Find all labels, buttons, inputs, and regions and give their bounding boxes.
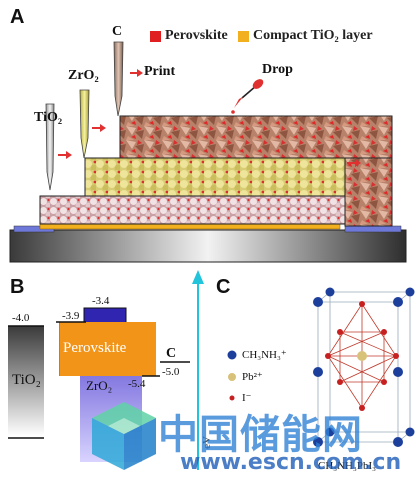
pb-legend-label: Pb²⁺	[242, 371, 263, 383]
panel-a-letter: A	[10, 6, 25, 28]
carbon-tool-label: C	[112, 24, 123, 39]
tio2-band-block	[8, 326, 44, 436]
iodide-legend-dot	[229, 395, 235, 401]
tio2-level-label: -4.0	[12, 312, 30, 324]
zro2-printing-tool	[79, 89, 90, 159]
perovskite-bottom-level: -5.4	[128, 378, 146, 390]
perovskite-left-level: -3.9	[62, 310, 80, 322]
iodide-legend-label: I⁻	[242, 392, 252, 404]
ch3nh3-legend-dot	[227, 350, 237, 360]
compact-tio2-swatch	[238, 30, 249, 42]
print-label: Print	[144, 64, 176, 79]
watermark-url: www.escn.com.cn	[180, 450, 402, 475]
fto-contact-right	[344, 225, 402, 233]
panel-b-letter: B	[10, 276, 25, 298]
lattice-atoms	[313, 287, 415, 447]
legend-perovskite: Perovskite	[150, 28, 228, 44]
drop-label: Drop	[262, 62, 293, 77]
tio2-printing-tool	[45, 103, 55, 191]
tio2-band-label: TiO₂	[12, 372, 41, 388]
perovskite-band-label: Perovskite	[63, 340, 127, 356]
zro2-tool-label: ZrO₂	[68, 68, 99, 83]
zro2-band-label: ZrO₂	[86, 378, 113, 393]
carbon-layer	[119, 115, 393, 159]
watermark-cn-text: 中国储能网	[158, 412, 363, 458]
legend-compact-tio2: Compact TiO₂ layer	[238, 28, 373, 44]
glass-substrate	[9, 229, 407, 263]
perovskite-swatch	[150, 30, 161, 42]
carbon-band-label: C	[166, 346, 177, 361]
compact-tio2-layer	[39, 223, 341, 230]
mesoporous-zro2-layer	[84, 157, 346, 197]
crystal-formula-label: CH₃NH₃PbI₃	[318, 460, 376, 472]
print-direction-arrows	[58, 69, 361, 167]
perovskite-band-block	[60, 322, 156, 376]
carbon-layer-side	[344, 157, 393, 227]
carbon-level-label: -5.0	[162, 366, 180, 378]
watermark-logo-icon	[92, 402, 156, 470]
carbon-printing-tool	[113, 41, 124, 117]
pb-legend-dot	[228, 373, 236, 381]
panel-c-letter: C	[216, 276, 231, 298]
tio2-tool-label: TiO₂	[34, 110, 63, 125]
mesoporous-tio2-layer	[39, 195, 361, 225]
dropper-icon	[231, 79, 264, 114]
perovskite-top-level: -3.4	[92, 295, 110, 307]
ch3nh3-legend-label: CH₃NH₃⁺	[242, 349, 287, 361]
